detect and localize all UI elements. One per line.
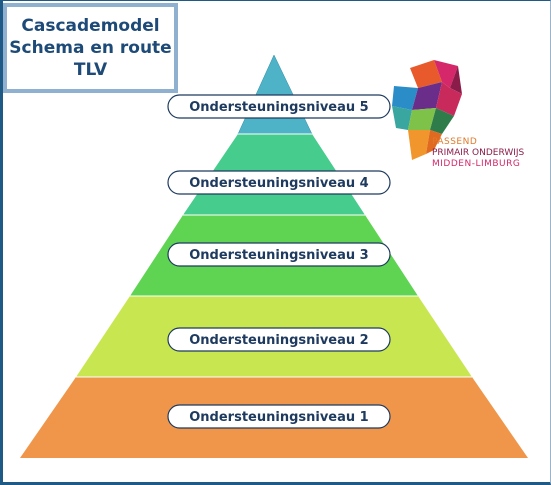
logo-line-1: PASSEND <box>432 137 478 147</box>
level-4-pill: Ondersteuningsniveau 4 <box>167 170 391 195</box>
level-5-label: Ondersteuningsniveau 5 <box>189 100 368 115</box>
level-5-pill: Ondersteuningsniveau 5 <box>167 94 391 119</box>
level-3-pill: Ondersteuningsniveau 3 <box>167 242 391 267</box>
level-4-label: Ondersteuningsniveau 4 <box>189 176 368 191</box>
logo-text: PASSEND PRIMAIR ONDERWIJS MIDDEN-LIMBURG <box>432 137 524 170</box>
level-3-label: Ondersteuningsniveau 3 <box>189 248 368 263</box>
logo-line-3: MIDDEN-LIMBURG <box>432 159 521 169</box>
title-line-3: TLV <box>73 60 108 80</box>
level-1-pill: Ondersteuningsniveau 1 <box>167 404 391 429</box>
title-line-1: Cascademodel <box>21 16 160 36</box>
passend-onderwijs-logo <box>392 60 462 160</box>
level-2-pill: Ondersteuningsniveau 2 <box>167 327 391 352</box>
logo-line-2: PRIMAIR ONDERWIJS <box>432 148 525 158</box>
title-line-2: Schema en route <box>9 38 172 58</box>
title-box: Cascademodel Schema en route TLV <box>3 3 178 93</box>
level-2-label: Ondersteuningsniveau 2 <box>189 333 368 348</box>
level-1-label: Ondersteuningsniveau 1 <box>189 410 368 425</box>
